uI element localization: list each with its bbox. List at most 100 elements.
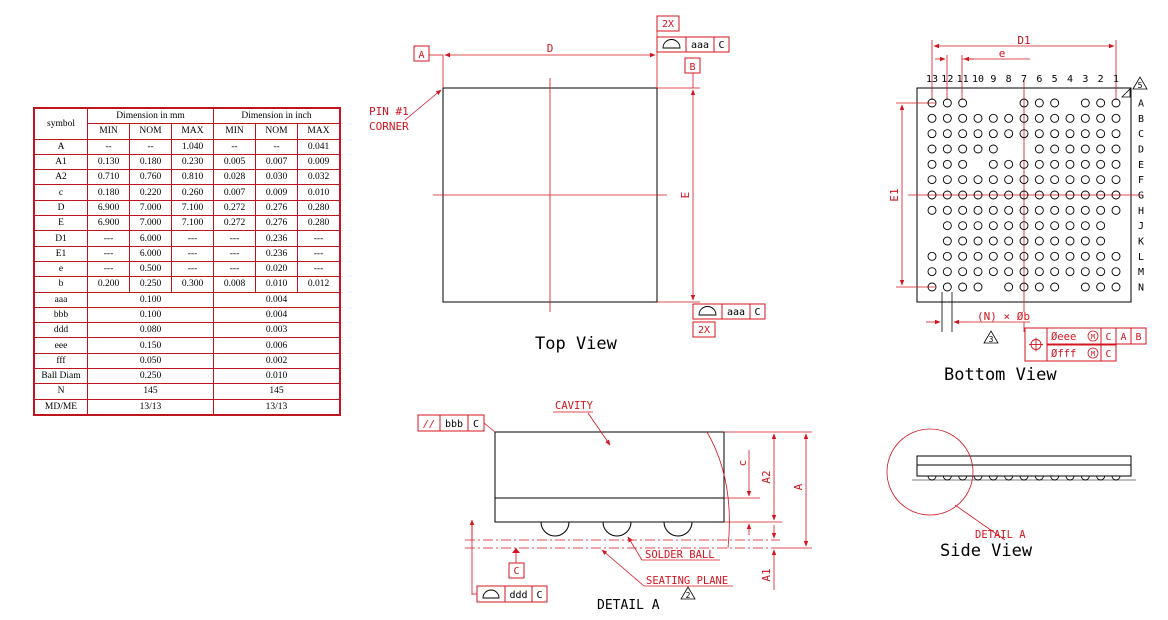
note-triangle-icon	[1132, 76, 1148, 90]
column-label: 6	[1036, 74, 1042, 85]
solder-ball	[942, 205, 952, 215]
row-label: N	[1138, 282, 1144, 293]
solder-ball	[1096, 251, 1106, 261]
solder-ball	[988, 267, 998, 277]
solder-ball	[1004, 267, 1014, 277]
dim-D-label: D	[547, 42, 554, 55]
solder-ball	[1050, 267, 1060, 277]
solder-ball	[1111, 267, 1121, 277]
solder-ball	[1034, 251, 1044, 261]
solder-ball	[988, 221, 998, 231]
row-label: K	[1138, 236, 1144, 247]
solder-ball	[1065, 475, 1075, 481]
datum-B-label: B	[689, 62, 695, 73]
fcf-bbb-tol: bbb	[445, 419, 463, 430]
row-label: G	[1138, 190, 1144, 201]
solder-ball	[958, 251, 968, 261]
row-label: J	[1138, 221, 1144, 232]
column-label: 4	[1067, 74, 1073, 85]
solder-ball	[988, 129, 998, 139]
solder-ball	[958, 175, 968, 185]
bottom-view-title: Bottom View	[944, 365, 1057, 385]
solder-ball	[988, 251, 998, 261]
pin1-label-line1: PIN #1	[369, 105, 409, 118]
solder-ball	[1096, 282, 1106, 292]
solder-ball	[1034, 129, 1044, 139]
detail-a-circle	[886, 428, 974, 516]
solder-ball	[1080, 236, 1090, 246]
ball-note: (N) × Øb	[977, 310, 1030, 323]
solder-ball	[927, 205, 937, 215]
solder-ball	[1111, 190, 1121, 200]
fcf-ddd-tol: ddd	[509, 590, 527, 601]
solder-ball	[1004, 175, 1014, 185]
dim-D1-label: D1	[1017, 34, 1030, 47]
fcf-bottom-tol: aaa	[727, 307, 745, 318]
column-label: 1	[1113, 74, 1119, 85]
side-detail-label: DETAIL A	[975, 529, 1026, 541]
solder-ball	[1111, 98, 1121, 108]
solder-ball	[1019, 221, 1029, 231]
solder-ball	[1034, 475, 1044, 481]
solder-ball	[1096, 221, 1106, 231]
solder-ball	[927, 159, 937, 169]
solder-ball	[1050, 282, 1060, 292]
solder-ball	[1096, 205, 1106, 215]
solder-ball	[1065, 144, 1075, 154]
solder-ball	[1050, 129, 1060, 139]
solder-ball	[1065, 175, 1075, 185]
solder-ball	[973, 144, 983, 154]
solder-ball	[1019, 205, 1029, 215]
solder-ball	[942, 190, 952, 200]
pin1-label-line2: CORNER	[369, 120, 409, 133]
cavity-label: CAVITY	[555, 400, 594, 412]
solder-ball	[942, 267, 952, 277]
solder-ball	[1096, 190, 1106, 200]
solder-ball	[942, 159, 952, 169]
fcf-fff-mod: M	[1091, 350, 1095, 358]
solder-ball	[973, 129, 983, 139]
solder-ball	[1096, 113, 1106, 123]
solder-ball	[958, 144, 968, 154]
dim-A1-label: A1	[760, 568, 773, 581]
solder-ball	[1065, 236, 1075, 246]
fcf-eee-ref: B	[1135, 332, 1141, 343]
solder-ball	[1034, 113, 1044, 123]
solder-ball	[1065, 221, 1075, 231]
table-cell: 0.007	[255, 153, 298, 171]
solder-ball	[1019, 190, 1029, 200]
solder-ball	[973, 267, 983, 277]
table-cell-symbol: MD/ME	[33, 398, 88, 416]
solder-ball	[1080, 282, 1090, 292]
solder-ball	[1034, 267, 1044, 277]
solder-ball	[1050, 98, 1060, 108]
solder-ball	[1034, 236, 1044, 246]
solder-ball	[1019, 251, 1029, 261]
seating-plane-label: SEATING PLANE	[646, 575, 728, 587]
solder-ball	[1080, 221, 1090, 231]
fcf-top-count: 2X	[662, 19, 674, 30]
solder-ball	[1080, 159, 1090, 169]
package-body-section	[494, 431, 725, 523]
solder-ball	[1111, 282, 1121, 292]
solder-ball	[1096, 159, 1106, 169]
solder-ball	[1034, 190, 1044, 200]
solder-ball	[927, 251, 937, 261]
solder-ball	[1050, 236, 1060, 246]
solder-ball	[973, 205, 983, 215]
solder-ball	[927, 475, 937, 481]
column-label: 9	[990, 74, 996, 85]
table-cell: 13/13	[87, 398, 214, 416]
solder-ball	[958, 267, 968, 277]
solder-ball	[1050, 205, 1060, 215]
solder-ball	[1004, 236, 1014, 246]
pin1-corner-mark	[1121, 88, 1131, 98]
solder-ball-label: SOLDER BALL	[645, 549, 715, 561]
bottom-view: D1 e E1 (N) × Øb 3 5 Øeee	[888, 34, 1148, 385]
solder-ball	[1019, 129, 1029, 139]
solder-ball	[1034, 144, 1044, 154]
